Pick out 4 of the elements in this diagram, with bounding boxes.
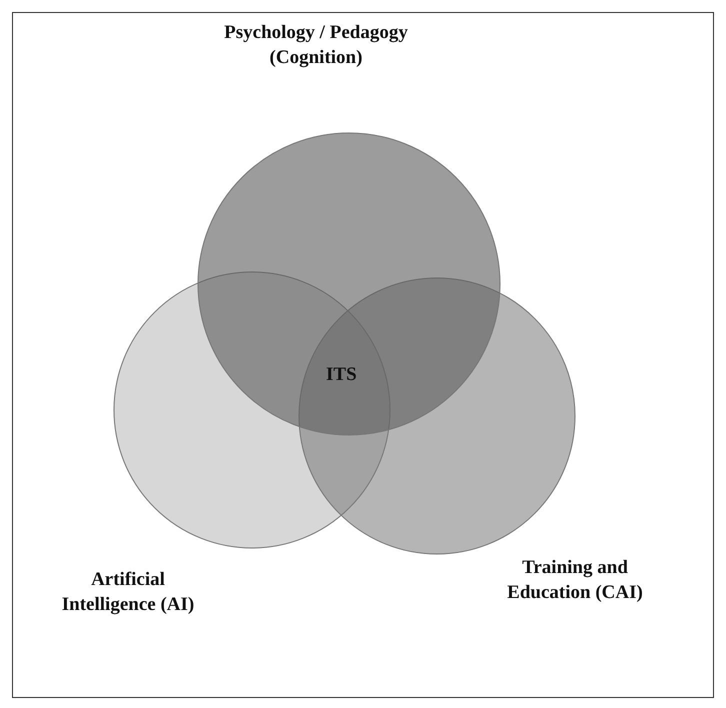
intersection-label: ITS <box>326 363 357 387</box>
circle-heading: Training and Education (CAI) <box>506 556 644 605</box>
circle-heading: Psychology / Pedagogy (Cognition) <box>223 21 409 70</box>
circle-heading: Artificial Intelligence (AI) <box>60 568 196 617</box>
